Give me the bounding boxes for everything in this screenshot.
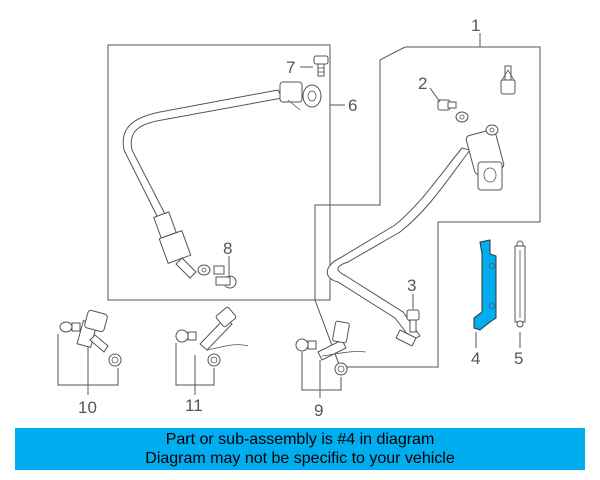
bolt-8 <box>215 275 237 289</box>
upper-guide-icon <box>500 65 516 95</box>
buckle-11 <box>175 306 249 367</box>
front-lower-anchor <box>395 329 417 347</box>
part-5-rail <box>514 240 526 328</box>
leader-lines <box>57 33 521 398</box>
rear-anchor-washer <box>197 264 225 276</box>
callout-5: 5 <box>514 349 523 368</box>
callout-1: 1 <box>471 16 480 35</box>
front-belt-panel <box>314 46 541 368</box>
callout-8: 8 <box>223 239 232 258</box>
bolt-7 <box>313 55 329 77</box>
part-4-bracket <box>473 239 497 331</box>
bolt-3 <box>406 309 420 333</box>
callout-11: 11 <box>185 396 203 415</box>
front-seat-belt <box>326 124 505 347</box>
center-belt-10 <box>59 309 122 367</box>
callout-7: 7 <box>286 58 295 77</box>
banner-line-2: Diagram may not be specific to your vehi… <box>145 450 455 467</box>
rear-seat-belt <box>122 81 322 279</box>
rear-belt-panel <box>107 44 331 301</box>
buckle-9 <box>295 320 367 376</box>
callout-10: 10 <box>78 398 97 417</box>
callout-6: 6 <box>348 96 357 115</box>
callout-3: 3 <box>407 276 416 295</box>
rear-buckle-tongue <box>153 211 197 279</box>
part-info-banner: Part or sub-assembly is #4 in diagram Di… <box>15 428 585 470</box>
rear-retractor <box>279 81 322 111</box>
banner-line-1: Part or sub-assembly is #4 in diagram <box>165 431 435 448</box>
callout-9: 9 <box>314 401 323 420</box>
front-retractor <box>465 124 505 191</box>
part-4-highlight <box>473 239 497 331</box>
callout-2: 2 <box>418 74 427 93</box>
bolt-2 <box>437 99 469 123</box>
callout-4: 4 <box>471 349 480 368</box>
